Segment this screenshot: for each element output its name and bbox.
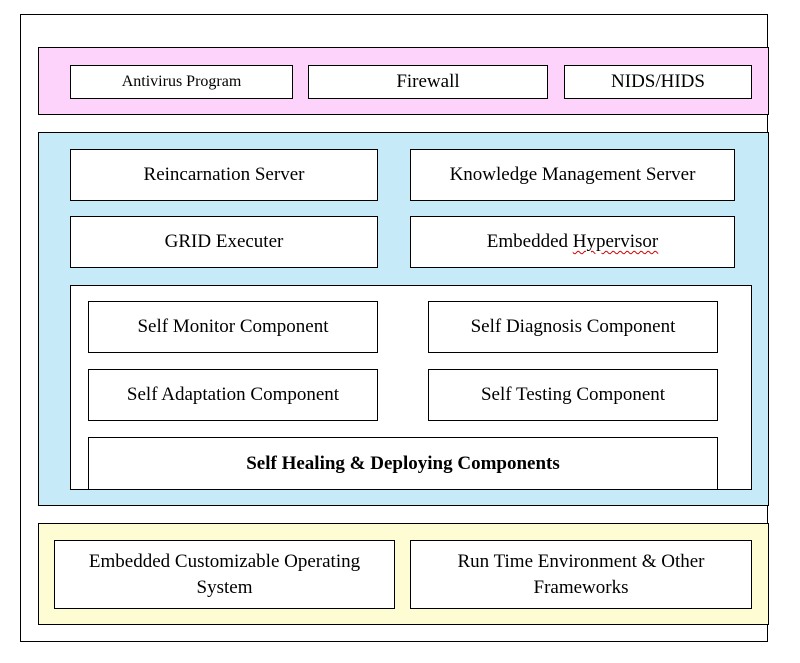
self-adaptation-component-label: Self Adaptation Component [126, 384, 340, 405]
grid-executer-label: GRID Executer [164, 231, 284, 252]
knowledge-management-server-label: Knowledge Management Server [449, 164, 696, 185]
self-adaptation-component-box: Self Adaptation Component [88, 369, 378, 421]
embedded-hypervisor-box: Embedded Hypervisor [410, 216, 735, 268]
firewall-box: Firewall [308, 65, 548, 99]
runtime-environment-label: Run Time Environment & Other Frameworks [457, 550, 705, 598]
runtime-environment-box: Run Time Environment & Other Frameworks [410, 540, 752, 609]
grid-executer-box: GRID Executer [70, 216, 378, 268]
self-healing-deploying-box: Self Healing & Deploying Components [88, 437, 718, 490]
self-healing-deploying-label: Self Healing & Deploying Components [246, 452, 560, 474]
self-diagnosis-component-label: Self Diagnosis Component [470, 316, 676, 337]
antivirus-program-label: Antivirus Program [121, 73, 242, 90]
antivirus-program-box: Antivirus Program [70, 65, 293, 99]
embedded-os-label: Embedded Customizable Operating System [88, 550, 361, 598]
knowledge-management-server-box: Knowledge Management Server [410, 149, 735, 201]
hypervisor-word: Hypervisor [572, 231, 659, 252]
embedded-hypervisor-label: Embedded Hypervisor [487, 229, 659, 255]
nids-hids-label: NIDS/HIDS [611, 71, 705, 92]
self-testing-component-label: Self Testing Component [480, 384, 666, 405]
nids-hids-box: NIDS/HIDS [564, 65, 752, 99]
self-diagnosis-component-box: Self Diagnosis Component [428, 301, 718, 353]
self-testing-component-box: Self Testing Component [428, 369, 718, 421]
embedded-os-box: Embedded Customizable Operating System [54, 540, 395, 609]
embedded-hypervisor-prefix: Embedded [486, 231, 573, 252]
reincarnation-server-label: Reincarnation Server [143, 164, 305, 185]
firewall-label: Firewall [396, 71, 460, 92]
reincarnation-server-box: Reincarnation Server [70, 149, 378, 201]
self-monitor-component-label: Self Monitor Component [137, 316, 329, 337]
self-monitor-component-box: Self Monitor Component [88, 301, 378, 353]
